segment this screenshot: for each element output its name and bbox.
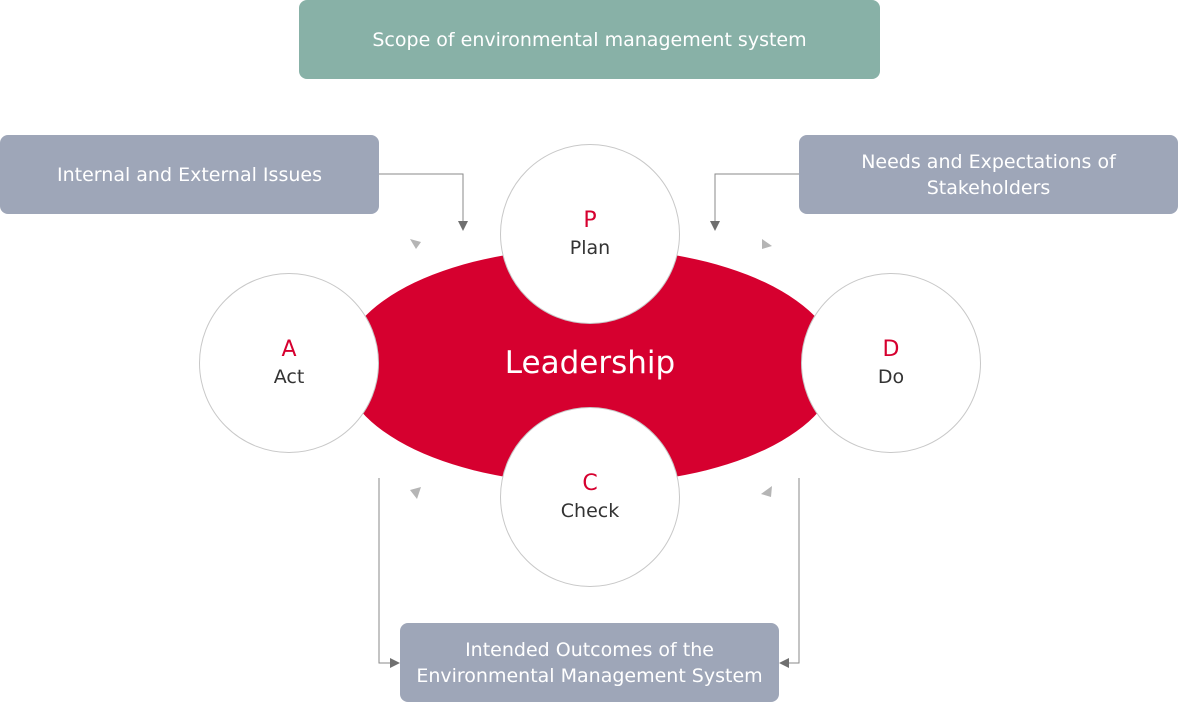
needs-connector: [714, 173, 799, 222]
outcomes-box: Intended Outcomes of the Environmental M…: [400, 623, 779, 702]
cycle-arrow-do-to-check: [761, 486, 772, 497]
plan-letter: P: [583, 208, 597, 233]
outcomes-right-connector: [787, 478, 800, 664]
act-letter: A: [281, 337, 297, 362]
leadership-label: Leadership: [504, 345, 676, 381]
outcomes-label: Intended Outcomes of the Environmental M…: [416, 638, 763, 687]
do-circle: D Do: [801, 273, 981, 453]
leadership-ellipse: [342, 248, 838, 484]
act-word: Act: [273, 366, 305, 388]
check-circle: C Check: [500, 407, 680, 587]
outcomes-left-connector: [378, 478, 392, 664]
cycle-arrow-act-to-plan: [410, 239, 421, 249]
cycle-arrow-plan-to-do: [762, 239, 772, 249]
outcomes-right-arrowhead: [779, 658, 789, 668]
outcomes-left-arrowhead: [390, 658, 400, 668]
do-letter: D: [882, 337, 900, 362]
issues-connector: [379, 173, 464, 222]
check-word: Check: [560, 500, 620, 522]
cycle-arrow-check-to-act: [410, 487, 421, 499]
issues-box: Internal and External Issues: [0, 135, 379, 214]
needs-label: Needs and Expectations of Stakeholders: [861, 150, 1116, 199]
scope-box: Scope of environmental management system: [299, 0, 880, 79]
scope-label: Scope of environmental management system: [372, 28, 807, 51]
do-word: Do: [877, 366, 905, 388]
issues-label: Internal and External Issues: [57, 163, 322, 186]
issues-arrowhead: [458, 221, 468, 231]
needs-box: Needs and Expectations of Stakeholders: [799, 135, 1178, 214]
plan-word: Plan: [569, 237, 611, 259]
check-letter: C: [582, 471, 598, 496]
needs-arrowhead: [710, 221, 720, 231]
plan-circle: P Plan: [500, 144, 680, 324]
act-circle: A Act: [199, 273, 379, 453]
